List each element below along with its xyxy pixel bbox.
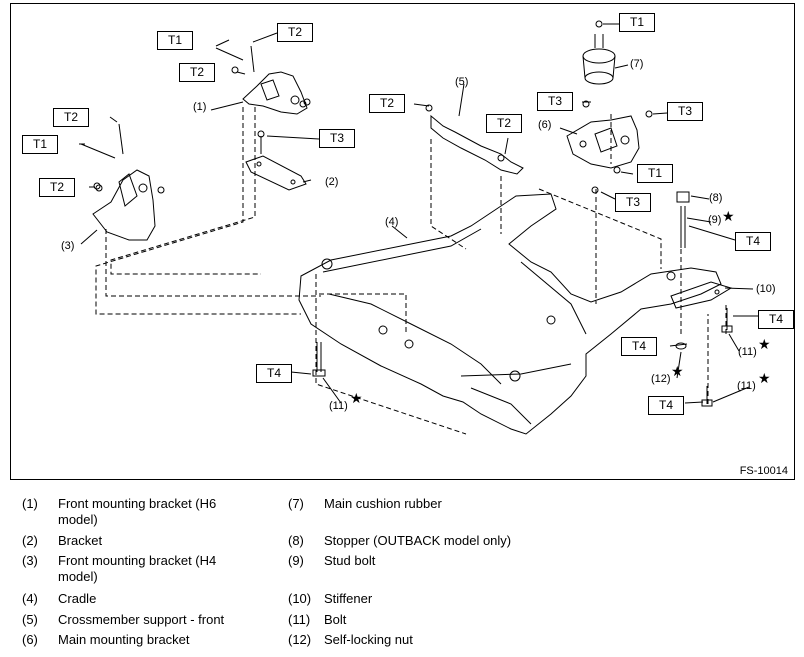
bracket-2 — [245, 155, 307, 191]
legend-text: Stiffener — [324, 591, 373, 606]
callout-1: (1) — [193, 101, 207, 113]
torque-label-t2: T2 — [369, 94, 405, 113]
callout-11: (11) — [329, 400, 348, 412]
legend-text: Cradle — [58, 591, 97, 606]
torque-label-t4: T4 — [648, 396, 684, 415]
legend-number: (4) — [22, 591, 38, 606]
bolts-and-nut — [312, 308, 733, 407]
legend-number: (2) — [22, 533, 38, 548]
t3-bolt-left — [257, 130, 265, 154]
main-cushion-rubber — [582, 20, 616, 85]
callout-11: (11) — [738, 346, 757, 358]
front-mounting-bracket-h4 — [80, 123, 165, 241]
legend-number: (10) — [288, 591, 312, 606]
cradle — [298, 193, 722, 435]
diagram-drawing — [79, 20, 758, 435]
callout-3: (3) — [61, 240, 75, 252]
legend-number: (9) — [288, 553, 304, 568]
legend-text: Self-locking nut — [324, 632, 413, 647]
callout-8: (8) — [709, 192, 723, 204]
star-mark: ★ — [758, 336, 771, 352]
stiffener — [670, 281, 733, 309]
star-mark: ★ — [758, 370, 771, 386]
torque-label-t1: T1 — [22, 135, 58, 154]
projection-lines — [95, 107, 727, 435]
star-mark: ★ — [350, 390, 363, 406]
star-mark: ★ — [722, 208, 735, 224]
callout-12: (12) — [651, 373, 671, 385]
front-mounting-bracket-h6 — [215, 45, 308, 115]
torque-label-t3: T3 — [319, 129, 355, 148]
star-mark: ★ — [671, 363, 684, 379]
callout-10: (10) — [756, 283, 776, 295]
legend-text: Bolt — [324, 612, 347, 627]
torque-label-t4: T4 — [735, 232, 771, 251]
legend-number: (7) — [288, 496, 304, 511]
legend-text: Stud bolt — [324, 553, 376, 568]
crossmember-support-front — [425, 104, 524, 175]
legend-text: Stopper (OUTBACK model only) — [324, 533, 512, 548]
callout-7: (7) — [630, 58, 644, 70]
torque-label-t3: T3 — [667, 102, 703, 121]
legend-number: (6) — [22, 632, 38, 647]
torque-label-t4: T4 — [621, 337, 657, 356]
leader-lines — [79, 23, 758, 404]
callout-5: (5) — [455, 76, 469, 88]
legend-text: Front mounting bracket (H6 model) — [58, 496, 217, 527]
torque-label-t2: T2 — [39, 178, 75, 197]
legend-number: (3) — [22, 553, 38, 568]
callout-11: (11) — [737, 380, 756, 392]
legend-text: Front mounting bracket (H4 model) — [58, 553, 217, 584]
callout-2: (2) — [325, 176, 339, 188]
torque-label-t2: T2 — [179, 63, 215, 82]
legend-number: (1) — [22, 496, 38, 511]
stopper-and-stud-bolt — [676, 191, 690, 248]
torque-label-t1: T1 — [637, 164, 673, 183]
legend-number: (11) — [288, 612, 311, 627]
legend-number: (5) — [22, 612, 38, 627]
small-fasteners — [93, 66, 653, 194]
legend-number: (12) — [288, 632, 312, 647]
legend-number: (8) — [288, 533, 304, 548]
torque-label-t2: T2 — [277, 23, 313, 42]
torque-label-t1: T1 — [619, 13, 655, 32]
main-mounting-bracket — [566, 115, 640, 169]
torque-label-t4: T4 — [758, 310, 794, 329]
callout-4: (4) — [385, 216, 399, 228]
legend-text: Crossmember support - front — [58, 612, 225, 627]
callout-9: (9) — [708, 214, 722, 226]
torque-label-t4: T4 — [256, 364, 292, 383]
legend-text: Bracket — [58, 533, 103, 548]
torque-label-t2: T2 — [486, 114, 522, 133]
legend-text: Main cushion rubber — [324, 496, 442, 511]
legend-text: Main mounting bracket — [58, 632, 190, 647]
torque-label-t2: T2 — [53, 108, 89, 127]
exploded-parts-diagram: T1 T2 T2 T2 T1 T2 T3 T2 T2 T1 T3 T3 T1 T… — [10, 3, 795, 480]
torque-label-t3: T3 — [615, 193, 651, 212]
torque-label-t1: T1 — [157, 31, 193, 50]
figure-code: FS-10014 — [739, 465, 788, 477]
callout-6: (6) — [538, 119, 552, 131]
torque-label-t3: T3 — [537, 92, 573, 111]
